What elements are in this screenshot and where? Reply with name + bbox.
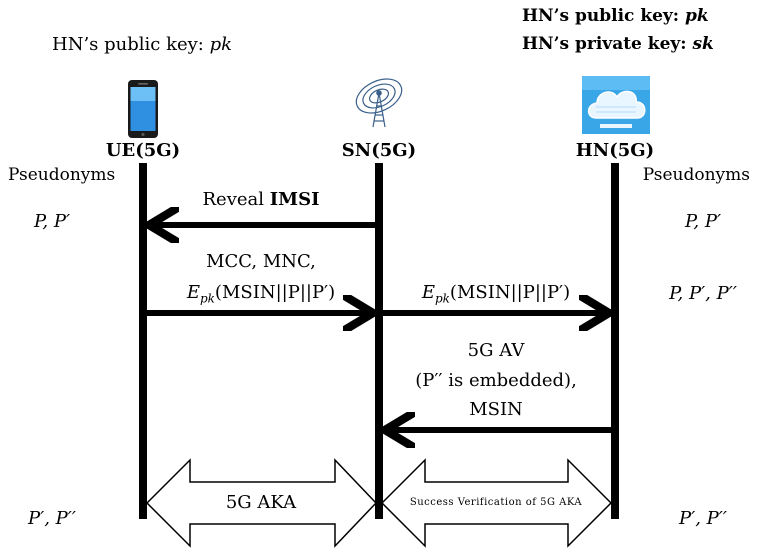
ue-to-sn-enc-symbol: E [186, 282, 200, 303]
ue-pseudonyms-initial: P, P′ [33, 211, 71, 232]
smartphone-icon [128, 80, 158, 138]
hn-public-key-label: HN’s public key: [522, 6, 680, 26]
sn-to-hn-enc-sub: pk [434, 291, 450, 306]
ue-to-sn-enc-args: (MSIN||P||P′) [214, 282, 336, 303]
ue-to-sn-line2: Epk(MSIN||P||P′) [187, 284, 335, 305]
cloud-server-icon [582, 76, 650, 134]
reveal-prefix: Reveal [202, 189, 265, 210]
hn-public-key-value: pk [685, 6, 709, 26]
ue-to-sn-enc-sub: pk [199, 291, 215, 306]
hn-pseudonyms-final: P′, P′′ [679, 508, 727, 529]
hn-public-key: HN’s public key: pk [522, 8, 709, 25]
hn-pseudonyms-after-request: P, P′, P′′ [669, 283, 737, 304]
hn-private-key: HN’s private key: sk [522, 36, 714, 53]
pseudonyms-right-header: Pseudonyms [642, 165, 750, 185]
av-line2: (P′′ is embedded), [415, 370, 577, 391]
hn-pseudonyms-initial: P, P′ [684, 211, 722, 232]
aka-label: 5G AKA [225, 492, 297, 513]
ue-label: UE(5G) [105, 140, 181, 161]
av-line3: MSIN [469, 399, 523, 420]
av-line1: 5G AV [467, 340, 525, 361]
sn-label: SN(5G) [341, 140, 417, 161]
sn-to-hn-enc-symbol: E [421, 282, 435, 303]
reveal-imsi-bold: IMSI [269, 189, 320, 210]
hn-label: HN(5G) [575, 140, 655, 161]
hn-private-key-label: HN’s private key: [522, 34, 687, 54]
ue-pseudonyms-final: P′, P′′ [28, 508, 76, 529]
ue-public-key-label: HN’s public key: [52, 34, 204, 55]
reveal-imsi-label: Reveal IMSI [202, 191, 319, 209]
verification-label: Success Verification of 5G AKA [409, 497, 583, 508]
cell-tower-icon [355, 78, 403, 128]
ue-public-key-value: pk [209, 34, 233, 55]
sn-to-hn-enc-args: (MSIN||P||P′) [449, 282, 571, 303]
sn-to-hn-label: Epk(MSIN||P||P′) [422, 284, 570, 305]
pseudonyms-left-header: Pseudonyms [8, 165, 116, 185]
ue-public-key: HN’s public key: pk [52, 36, 232, 54]
verification-block-arrow [380, 458, 613, 548]
hn-private-key-value: sk [692, 34, 714, 54]
ue-to-sn-line1: MCC, MNC, [206, 251, 316, 272]
aka-block-arrow [145, 458, 378, 548]
